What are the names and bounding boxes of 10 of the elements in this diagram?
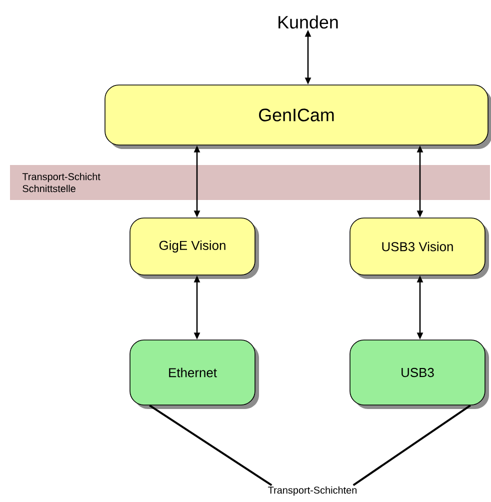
process-box: GenICam	[104, 84, 491, 149]
connector-line	[149, 404, 272, 486]
process-box: GigE Vision	[130, 218, 259, 279]
process-box: USB3	[350, 340, 489, 409]
label-text: Transport-Schichten	[268, 486, 356, 496]
process-box: USB3 Vision	[350, 218, 489, 279]
label-text: Kunden	[278, 15, 338, 29]
process-box: Ethernet	[130, 340, 259, 409]
connector-line	[352, 404, 471, 486]
band-label: Transport-Schicht Schnittstelle	[22, 172, 100, 192]
